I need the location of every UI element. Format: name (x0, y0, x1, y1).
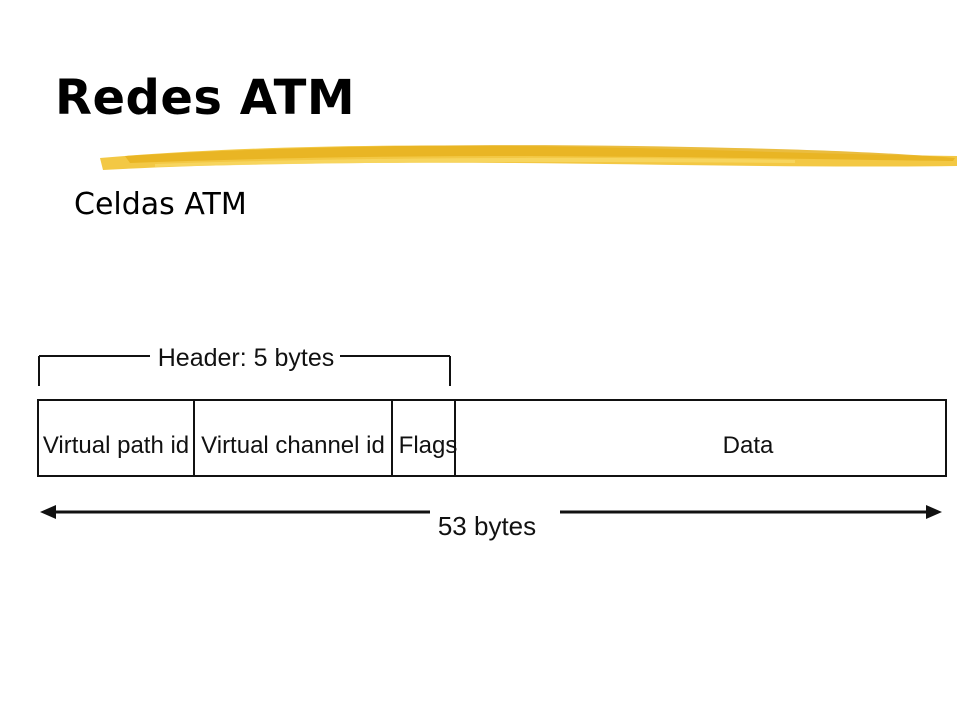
cell-outline (37, 399, 947, 477)
arrow-left-head (40, 505, 56, 519)
field-flags: Flags (399, 432, 458, 459)
length-arrow (40, 505, 942, 519)
arrow-right-head (926, 505, 942, 519)
slide-title: Redes ATM (55, 70, 356, 126)
field-virtual-channel-id: Virtual channel id (201, 432, 385, 459)
header-size-label: Header: 5 bytes (158, 344, 335, 372)
title-underline-highlight (100, 145, 957, 170)
atm-cell-diagram: Header: 5 bytes Virtual path id Virtual … (37, 344, 947, 541)
total-size-label: 53 bytes (438, 511, 536, 541)
slide-subtitle: Celdas ATM (74, 187, 247, 222)
header-bracket (38, 355, 451, 386)
field-data: Data (723, 432, 774, 459)
field-virtual-path-id: Virtual path id (43, 432, 189, 459)
